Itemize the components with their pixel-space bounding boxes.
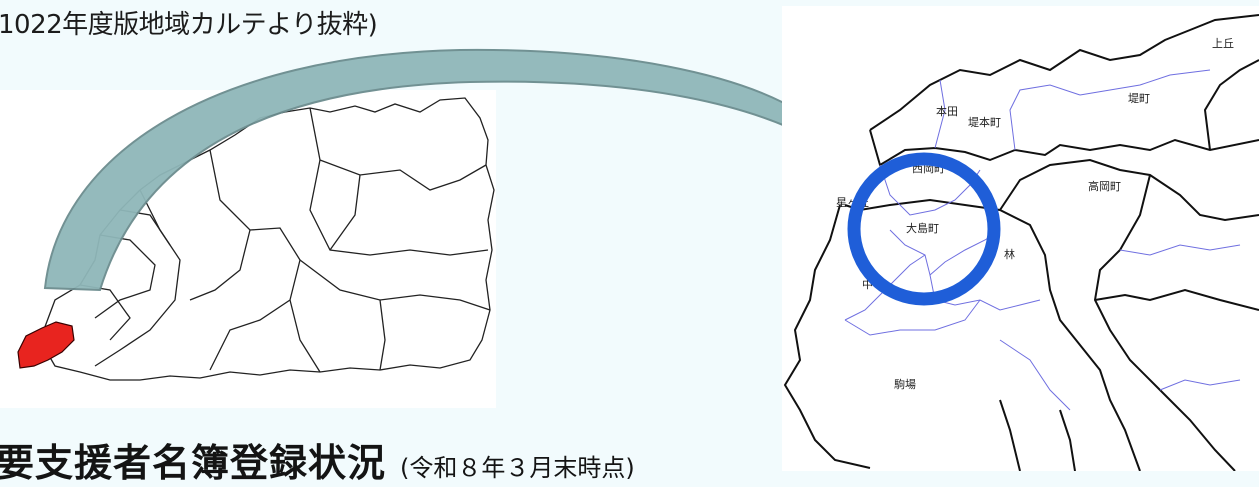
detail-map-labels: 上丘 本田 堤本町 堤町 西岡町 高岡町 星ヶ丘 大島町 林 中 駒場 [836,37,1234,391]
focus-circle [847,152,1001,306]
label-komaba: 駒場 [894,378,916,391]
page-heading: 要支援者名簿登録状況 (令和８年３月末時点) [0,432,635,487]
label-ooshimacho: 大島町 [906,221,939,235]
heading-main: 要支援者名簿登録状況 [0,441,387,485]
source-caption: 1022年度版地域カルテより抜粋) [0,10,378,40]
label-honda: 本田 [936,104,958,118]
label-tsutsumihoncho: 堤本町 [968,115,1001,129]
label-naka: 中 [862,278,873,291]
label-tsutsumicho: 堤町 [1128,92,1150,105]
label-bayashi: 林 [1004,247,1015,261]
label-takaokacho: 高岡町 [1088,179,1121,193]
label-kamioka: 上丘 [1212,37,1234,50]
figure-canvas: 上丘 本田 堤本町 堤町 西岡町 高岡町 星ヶ丘 大島町 林 中 駒場 [0,6,1259,471]
highlighted-district [17,321,75,369]
heading-note: (令和８年３月末時点) [400,454,635,482]
detail-map-boundaries [783,14,1259,471]
detail-map-panel [782,6,1259,471]
